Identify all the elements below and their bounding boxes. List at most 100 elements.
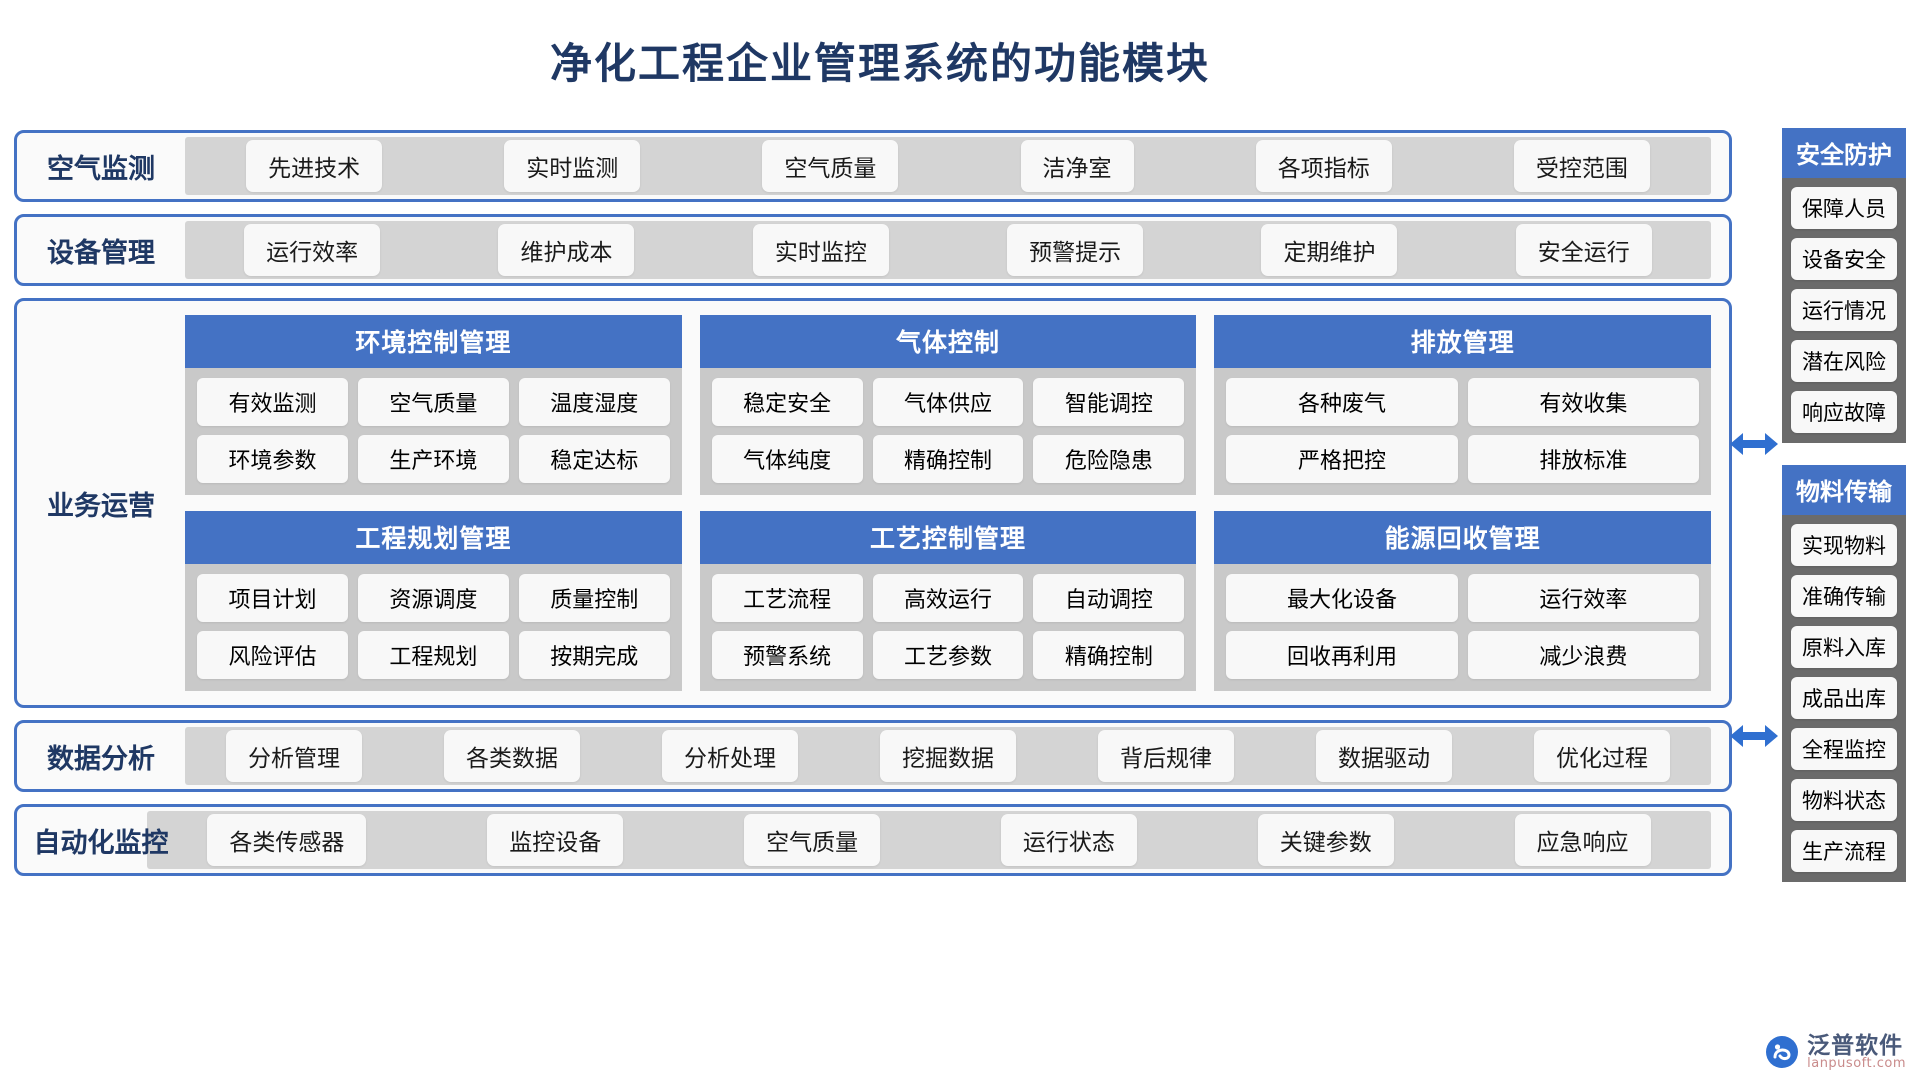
module-line: 气体纯度 精确控制 危险隐患 xyxy=(711,435,1185,483)
pill-item[interactable]: 优化过程 xyxy=(1534,730,1670,782)
pill-item[interactable]: 安全运行 xyxy=(1515,224,1652,276)
module-cell[interactable]: 危险隐患 xyxy=(1033,435,1185,483)
double-arrow-icon-material xyxy=(1730,722,1778,750)
module-cell[interactable]: 各种废气 xyxy=(1226,378,1458,426)
module-cell[interactable]: 减少浪费 xyxy=(1467,631,1700,679)
module-cell[interactable]: 按期完成 xyxy=(518,631,670,679)
module-cell[interactable]: 环境参数 xyxy=(197,435,348,483)
pill-item[interactable]: 维护成本 xyxy=(498,224,635,276)
pill-item[interactable]: 数据驱动 xyxy=(1316,730,1452,782)
section-business-operations[interactable]: 业务运营 环境控制管理 有效监测 空气质量 温度湿度 环境参数 xyxy=(14,298,1732,708)
module-body: 最大化设备 运行效率 回收再利用 减少浪费 xyxy=(1214,564,1712,691)
module-cell[interactable]: 严格把控 xyxy=(1226,435,1458,483)
module-cell[interactable]: 温度湿度 xyxy=(518,378,670,426)
pill-item[interactable]: 定期维护 xyxy=(1261,224,1398,276)
pill-item[interactable]: 受控范围 xyxy=(1513,140,1650,192)
pill-item[interactable]: 先进技术 xyxy=(246,140,383,192)
pill-item[interactable]: 关键参数 xyxy=(1257,814,1394,866)
module-cell[interactable]: 风险评估 xyxy=(197,631,348,679)
module-cell[interactable]: 空气质量 xyxy=(357,378,509,426)
module-gas-control[interactable]: 气体控制 稳定安全 气体供应 智能调控 气体纯度 精确控制 危险隐患 xyxy=(699,315,1197,495)
pill-item[interactable]: 洁净室 xyxy=(1020,140,1134,192)
sidebar-item[interactable]: 实现物料 xyxy=(1791,524,1897,566)
module-emission-management[interactable]: 排放管理 各种废气 有效收集 严格把控 排放标准 xyxy=(1214,315,1712,495)
module-line: 有效监测 空气质量 温度湿度 xyxy=(197,378,670,426)
sidebar-item[interactable]: 生产流程 xyxy=(1791,830,1897,872)
pill-item[interactable]: 各类数据 xyxy=(444,730,580,782)
section-label-air-monitoring: 空气监测 xyxy=(47,153,155,185)
module-cell[interactable]: 智能调控 xyxy=(1033,378,1185,426)
module-cell[interactable]: 气体纯度 xyxy=(711,435,863,483)
sidebar-item[interactable]: 准确传输 xyxy=(1791,575,1897,617)
module-cell[interactable]: 有效监测 xyxy=(197,378,348,426)
module-environment-control[interactable]: 环境控制管理 有效监测 空气质量 温度湿度 环境参数 生产环境 稳定达标 xyxy=(185,315,682,495)
sidebar-item[interactable]: 物料状态 xyxy=(1791,779,1897,821)
module-cell[interactable]: 气体供应 xyxy=(872,378,1024,426)
sidebar-panel-material[interactable]: 物料传输 实现物料 准确传输 原料入库 成品出库 全程监控 物料状态 生产流程 xyxy=(1782,465,1906,882)
module-cell[interactable]: 精确控制 xyxy=(872,435,1024,483)
module-energy-recovery[interactable]: 能源回收管理 最大化设备 运行效率 回收再利用 减少浪费 xyxy=(1214,511,1712,691)
sidebar-item[interactable]: 运行情况 xyxy=(1791,289,1897,331)
module-line: 环境参数 生产环境 稳定达标 xyxy=(197,435,670,483)
right-sidebar: 安全防护 保障人员 设备安全 运行情况 潜在风险 响应故障 物料传输 实现物料 … xyxy=(1782,128,1906,904)
pill-item[interactable]: 运行效率 xyxy=(244,224,381,276)
pill-strip-data-analysis: 分析管理 各类数据 分析处理 挖掘数据 背后规律 数据驱动 优化过程 xyxy=(185,727,1711,785)
module-line: 各种废气 有效收集 xyxy=(1226,378,1700,426)
page-title: 净化工程企业管理系统的功能模块 xyxy=(549,39,1210,88)
sidebar-item[interactable]: 全程监控 xyxy=(1791,728,1897,770)
module-cell[interactable]: 精确控制 xyxy=(1033,631,1185,679)
sidebar-item[interactable]: 响应故障 xyxy=(1791,391,1897,433)
pill-item[interactable]: 分析管理 xyxy=(226,730,362,782)
module-body: 各种废气 有效收集 严格把控 排放标准 xyxy=(1214,368,1712,495)
brand-logo: 泛普软件 lanpusoft.com xyxy=(1765,1034,1906,1070)
module-cell[interactable]: 资源调度 xyxy=(357,574,509,622)
module-title: 环境控制管理 xyxy=(185,315,682,368)
pill-item[interactable]: 空气质量 xyxy=(744,814,881,866)
module-cell[interactable]: 回收再利用 xyxy=(1226,631,1458,679)
section-air-monitoring[interactable]: 空气监测 先进技术 实时监测 空气质量 洁净室 各项指标 受控范围 xyxy=(14,130,1732,202)
sidebar-item[interactable]: 设备安全 xyxy=(1791,238,1897,280)
module-cell[interactable]: 项目计划 xyxy=(197,574,348,622)
module-cell[interactable]: 稳定安全 xyxy=(711,378,863,426)
module-cell[interactable]: 工程规划 xyxy=(357,631,509,679)
pill-item[interactable]: 空气质量 xyxy=(762,140,899,192)
sidebar-item[interactable]: 保障人员 xyxy=(1791,187,1897,229)
pill-item[interactable]: 背后规律 xyxy=(1098,730,1234,782)
module-cell[interactable]: 工艺参数 xyxy=(872,631,1024,679)
section-equipment-management[interactable]: 设备管理 运行效率 维护成本 实时监控 预警提示 定期维护 安全运行 xyxy=(14,214,1732,286)
module-cell[interactable]: 稳定达标 xyxy=(518,435,670,483)
pill-item[interactable]: 应急响应 xyxy=(1514,814,1651,866)
pill-item[interactable]: 各项指标 xyxy=(1255,140,1392,192)
pill-item[interactable]: 分析处理 xyxy=(662,730,798,782)
pill-item[interactable]: 实时监控 xyxy=(752,224,889,276)
sidebar-item[interactable]: 成品出库 xyxy=(1791,677,1897,719)
main-column: 空气监测 先进技术 实时监测 空气质量 洁净室 各项指标 受控范围 设备管理 运… xyxy=(14,130,1732,888)
module-project-planning[interactable]: 工程规划管理 项目计划 资源调度 质量控制 风险评估 工程规划 按期完成 xyxy=(185,511,682,691)
module-cell[interactable]: 排放标准 xyxy=(1467,435,1700,483)
sidebar-item[interactable]: 原料入库 xyxy=(1791,626,1897,668)
swirl-logo-icon xyxy=(1765,1035,1799,1069)
pill-item[interactable]: 各类传感器 xyxy=(207,814,367,866)
module-cell[interactable]: 高效运行 xyxy=(872,574,1024,622)
section-data-analysis[interactable]: 数据分析 分析管理 各类数据 分析处理 挖掘数据 背后规律 数据驱动 优化过程 xyxy=(14,720,1732,792)
module-cell[interactable]: 工艺流程 xyxy=(711,574,863,622)
pill-item[interactable]: 实时监测 xyxy=(504,140,641,192)
pill-item[interactable]: 运行状态 xyxy=(1000,814,1137,866)
pill-item[interactable]: 监控设备 xyxy=(487,814,624,866)
module-process-control[interactable]: 工艺控制管理 工艺流程 高效运行 自动调控 预警系统 工艺参数 精确控制 xyxy=(699,511,1197,691)
sidebar-item[interactable]: 潜在风险 xyxy=(1791,340,1897,382)
pill-item[interactable]: 预警提示 xyxy=(1007,224,1144,276)
sidebar-panel-safety[interactable]: 安全防护 保障人员 设备安全 运行情况 潜在风险 响应故障 xyxy=(1782,128,1906,443)
module-cell[interactable]: 运行效率 xyxy=(1467,574,1700,622)
module-cell[interactable]: 最大化设备 xyxy=(1226,574,1458,622)
module-cell[interactable]: 自动调控 xyxy=(1033,574,1185,622)
module-cell[interactable]: 质量控制 xyxy=(518,574,670,622)
module-line: 回收再利用 减少浪费 xyxy=(1226,631,1700,679)
sidebar-panel-title: 安全防护 xyxy=(1782,128,1906,178)
section-automation-monitoring[interactable]: 自动化监控 各类传感器 监控设备 空气质量 运行状态 关键参数 应急响应 xyxy=(14,804,1732,876)
module-cell[interactable]: 生产环境 xyxy=(357,435,509,483)
pill-item[interactable]: 挖掘数据 xyxy=(880,730,1016,782)
module-cell[interactable]: 有效收集 xyxy=(1467,378,1700,426)
module-title: 排放管理 xyxy=(1214,315,1712,368)
module-cell[interactable]: 预警系统 xyxy=(711,631,863,679)
